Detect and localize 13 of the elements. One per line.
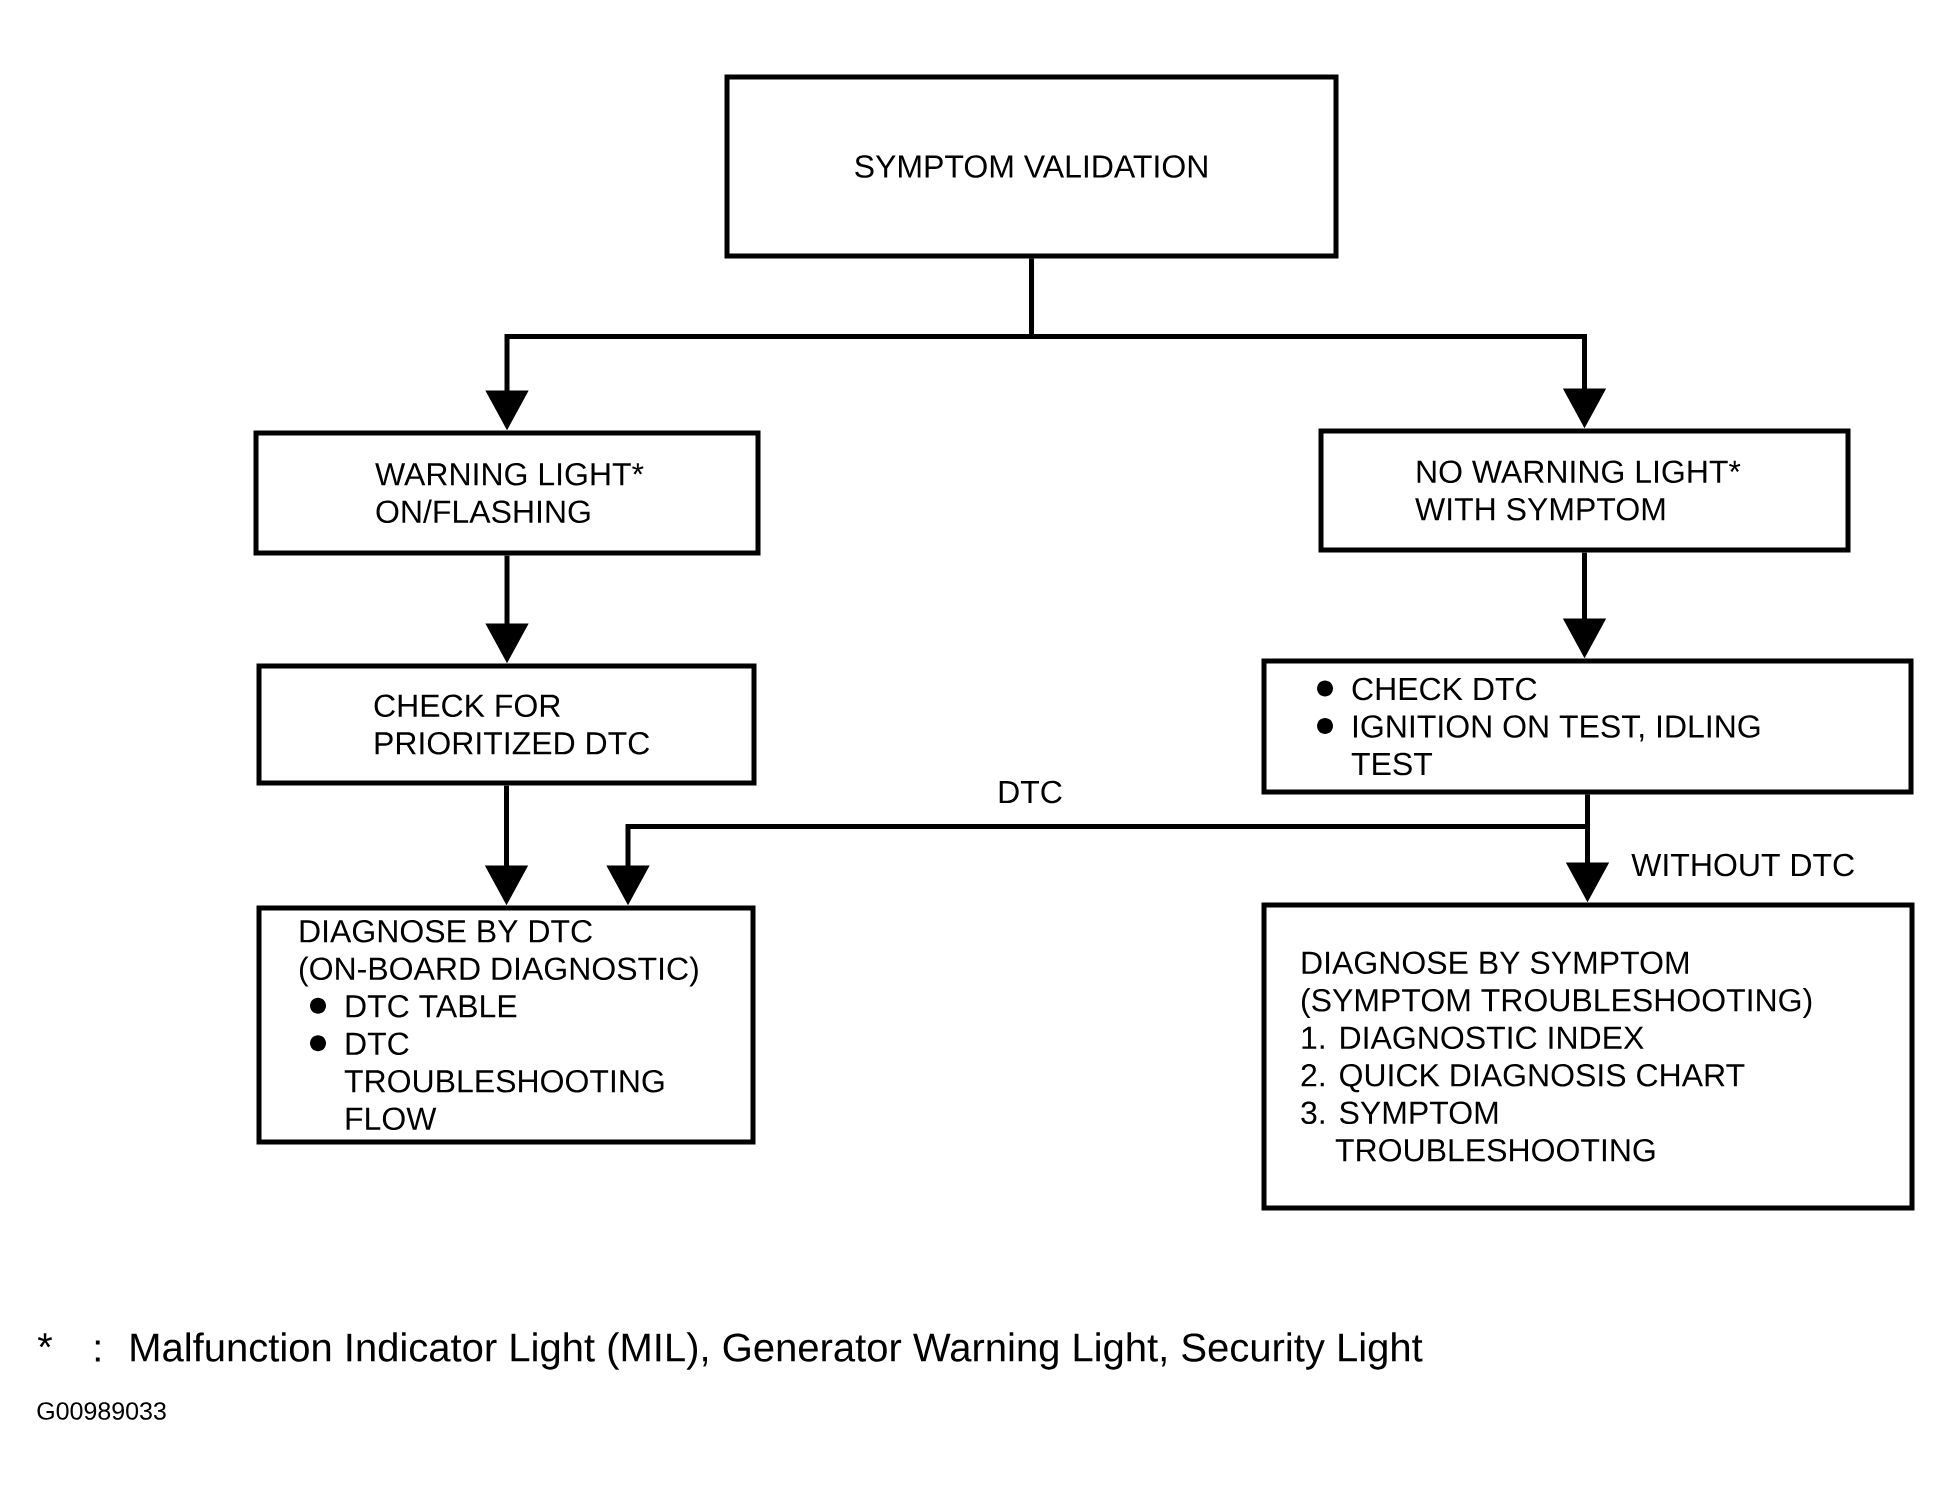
process-box: DIAGNOSE BY DTC (ON-BOARD DIAGNOSTIC) DTC TABLE DTC TROUBLESHOOTING FLOW (256, 905, 756, 1145)
figure-code: G00989033 (37, 1402, 166, 1420)
process-box: CHECK FOR PRIORITIZED DTC (256, 663, 757, 786)
edge-label: WITHOUT DTC (1628, 850, 1859, 880)
colon-separator: : (95, 1340, 100, 1362)
process-box: CHECK DTC IGNITION ON TEST, IDLING TEST (1261, 658, 1914, 795)
process-box: SYMPTOM VALIDATION (724, 74, 1339, 259)
footnote-text: Malfunction Indicator Light (MIL), Generator Warning Light, Security Light (131, 1332, 1423, 1370)
process-box: WARNING LIGHT* ON/FLASHING (253, 430, 761, 556)
process-box: NO WARNING LIGHT* WITH SYMPTOM (1318, 428, 1851, 553)
process-box: DIAGNOSE BY SYMPTOM (SYMPTOM TROUBLESHOOTING) 1. DIAGNOSTIC INDEX 2. QUICK DIAGNOSIS CHART 3. SYMPTOM TROUBLESHOOTING (1261, 902, 1915, 1211)
edge-label: DTC (994, 777, 1066, 807)
footnote-mark: * (37, 1333, 53, 1348)
